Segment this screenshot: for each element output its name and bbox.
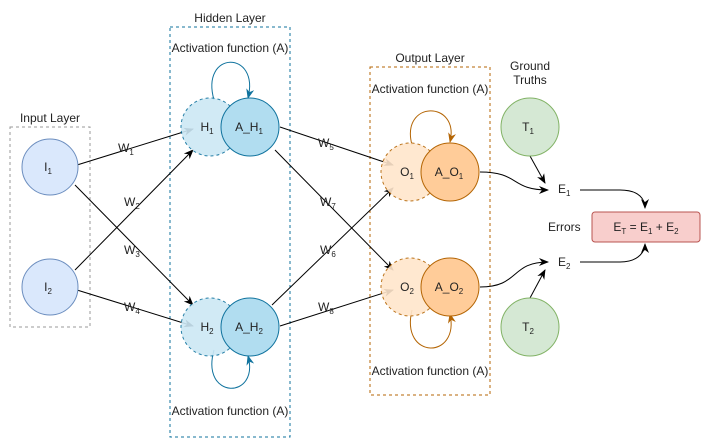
output-layer-title: Output Layer [395,51,464,65]
node-ah1-label: A_H1 [235,120,263,136]
node-t1 [500,97,560,157]
weight-w1: W1 [118,141,134,157]
weight-w4: W4 [124,300,140,316]
edge-i1-h1 [76,127,194,166]
activation-loop-h1 [211,61,255,101]
activation-loop-o1 [409,110,456,146]
weight-w6: W6 [320,243,336,259]
node-h1-label: H1 [200,120,214,136]
node-ah1 [220,97,280,157]
edge-h2-o2 [279,288,394,327]
edge-o1-e1 [479,171,549,194]
edge-t1-e1 [529,155,546,184]
output-layer-box [369,66,491,396]
node-i1 [21,138,79,196]
node-ao1 [420,142,480,202]
node-ao1-label: A_O1 [435,165,464,181]
activation-label-hidden-top: Activation function (A) [172,41,289,55]
total-error-box [591,211,701,243]
input-layer-box [9,126,91,328]
total-error-formula: ET = E1 + E2 [613,220,679,236]
node-ao2-label: A_O2 [435,280,464,296]
node-o1-label: O1 [400,165,414,181]
hidden-layer-title: Hidden Layer [194,11,265,25]
node-o2-label: O2 [400,280,414,296]
activation-label-output-bottom: Activation function (A) [372,364,489,378]
node-ah2 [220,297,280,357]
error-e1: E1 [558,182,571,198]
edge-h1-o2 [274,149,394,271]
errors-label: Errors [548,220,581,234]
activation-loop-o2 [409,309,456,349]
activation-loop-h2 [211,349,255,389]
edge-i1-h2 [74,184,194,306]
hidden-layer-box [169,26,291,438]
node-h2-label: H2 [200,320,214,336]
weight-w3: W3 [124,243,140,259]
activation-label-output-top: Activation function (A) [372,82,489,96]
activation-label-hidden-bottom: Activation function (A) [172,404,289,418]
edge-i2-h2 [76,289,194,328]
weight-w7: W7 [320,195,336,211]
edge-t2-e2 [529,269,546,299]
error-e2: E2 [558,255,571,271]
input-layer-title: Input Layer [20,111,80,125]
weight-w5: W5 [318,136,334,152]
edge-i2-h1 [74,149,194,271]
node-i2-label: I2 [44,280,52,296]
ground-truths-title-line2: Truths [513,73,547,87]
node-ah2-label: A_H2 [235,320,263,336]
edge-e2-total [580,243,649,263]
edge-h1-o1 [279,126,394,166]
node-t2 [500,297,560,357]
node-t2-label: T2 [522,320,534,336]
edge-o2-e2 [479,258,549,288]
weight-w2: W2 [124,195,140,211]
node-i2 [21,258,79,316]
ground-truths-title-line1: Ground [510,59,550,73]
edge-e1-total [580,189,649,209]
edge-h2-o1 [271,187,394,306]
node-ao2 [420,257,480,317]
node-i1-label: I1 [44,160,52,176]
weight-w8: W8 [318,300,334,316]
node-t1-label: T1 [522,120,534,136]
